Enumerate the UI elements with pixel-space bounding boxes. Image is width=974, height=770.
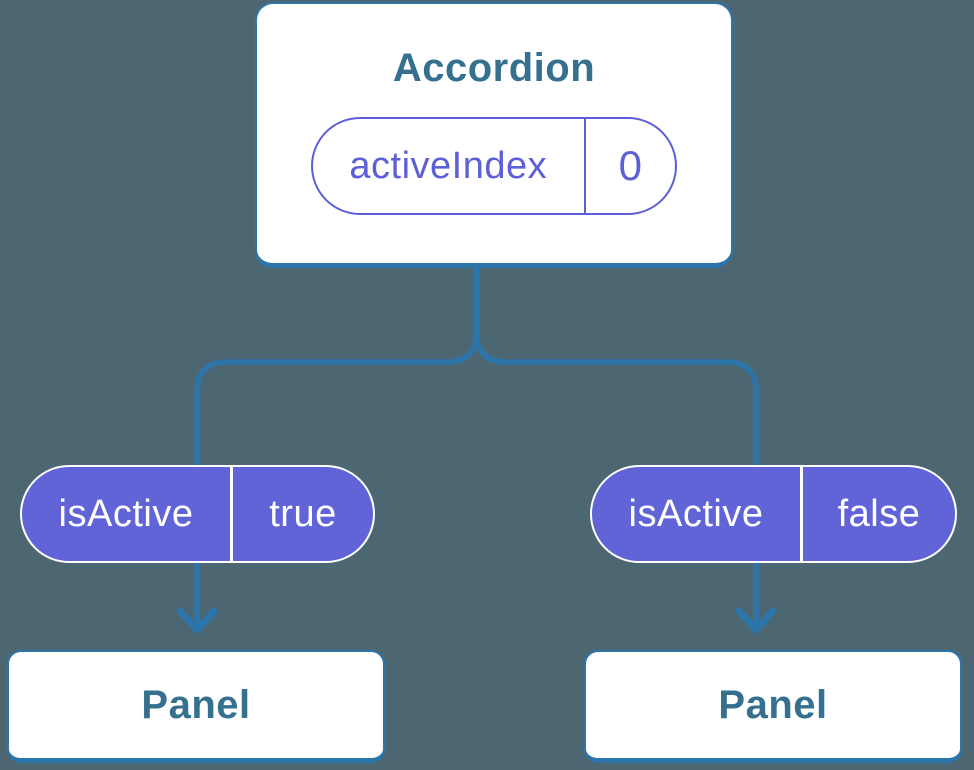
state-value-label: false [837,492,921,535]
state-value-label: true [269,492,337,535]
arrowhead-down-left-icon [176,607,218,634]
pill-divider [583,119,586,213]
state-name-label: isActive [58,492,194,535]
prop-pill-activeindex: activeIndex 0 [311,117,677,215]
component-box-panel-left: Panel [7,650,385,763]
component-box-panel-right: Panel [584,650,962,763]
component-box-accordion: Accordion activeIndex 0 [255,2,733,268]
pill-divider [800,467,803,561]
arrowhead-down-right-icon [735,607,777,634]
prop-value-label: 0 [618,142,643,189]
panel-title: Panel [718,682,828,727]
connector-right-branch [473,261,759,625]
prop-name-label: activeIndex [349,144,548,187]
state-pill-isactive-false: isActive false [590,465,957,563]
pill-divider [230,467,233,561]
accordion-title: Accordion [392,46,596,90]
state-name-label: isActive [628,492,764,535]
connector-left-branch [194,261,480,625]
panel-title: Panel [141,682,251,727]
state-pill-isactive-true: isActive true [20,465,375,563]
